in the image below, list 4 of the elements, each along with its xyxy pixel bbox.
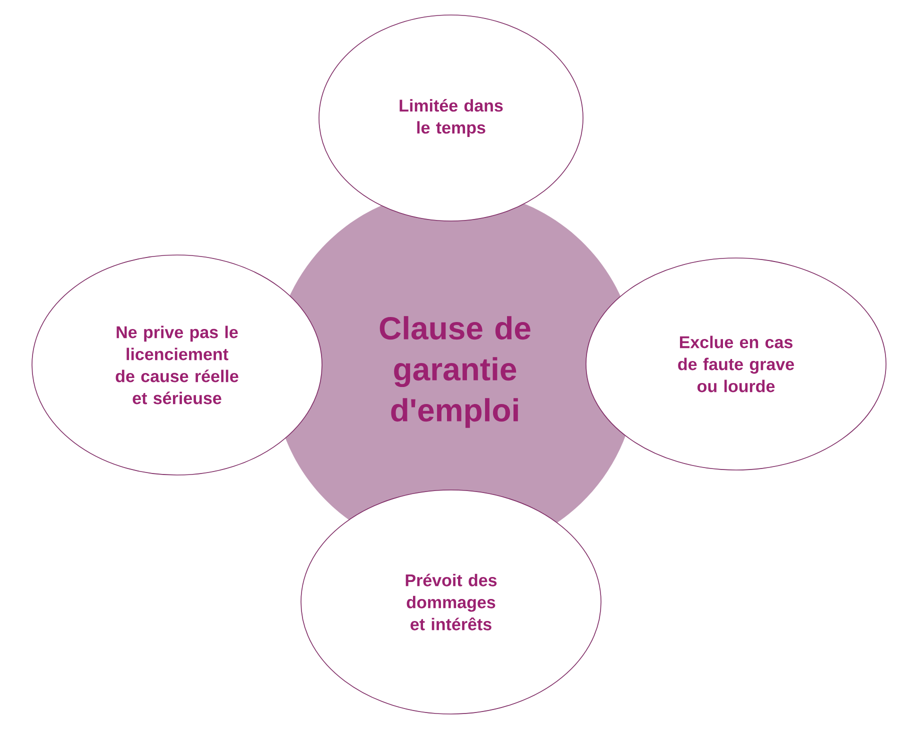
ellipse-bubble: Ne prive pas le licenciement de cause réelle et sérieuse — [32, 254, 322, 476]
ellipse-bubble: Exclue en cas de faute grave ou lourde — [586, 258, 886, 470]
ellipse-bubble: Prévoit des dommages et intérêts — [300, 490, 602, 714]
ellipse-bubble: Limitée dans le temps — [318, 14, 584, 222]
